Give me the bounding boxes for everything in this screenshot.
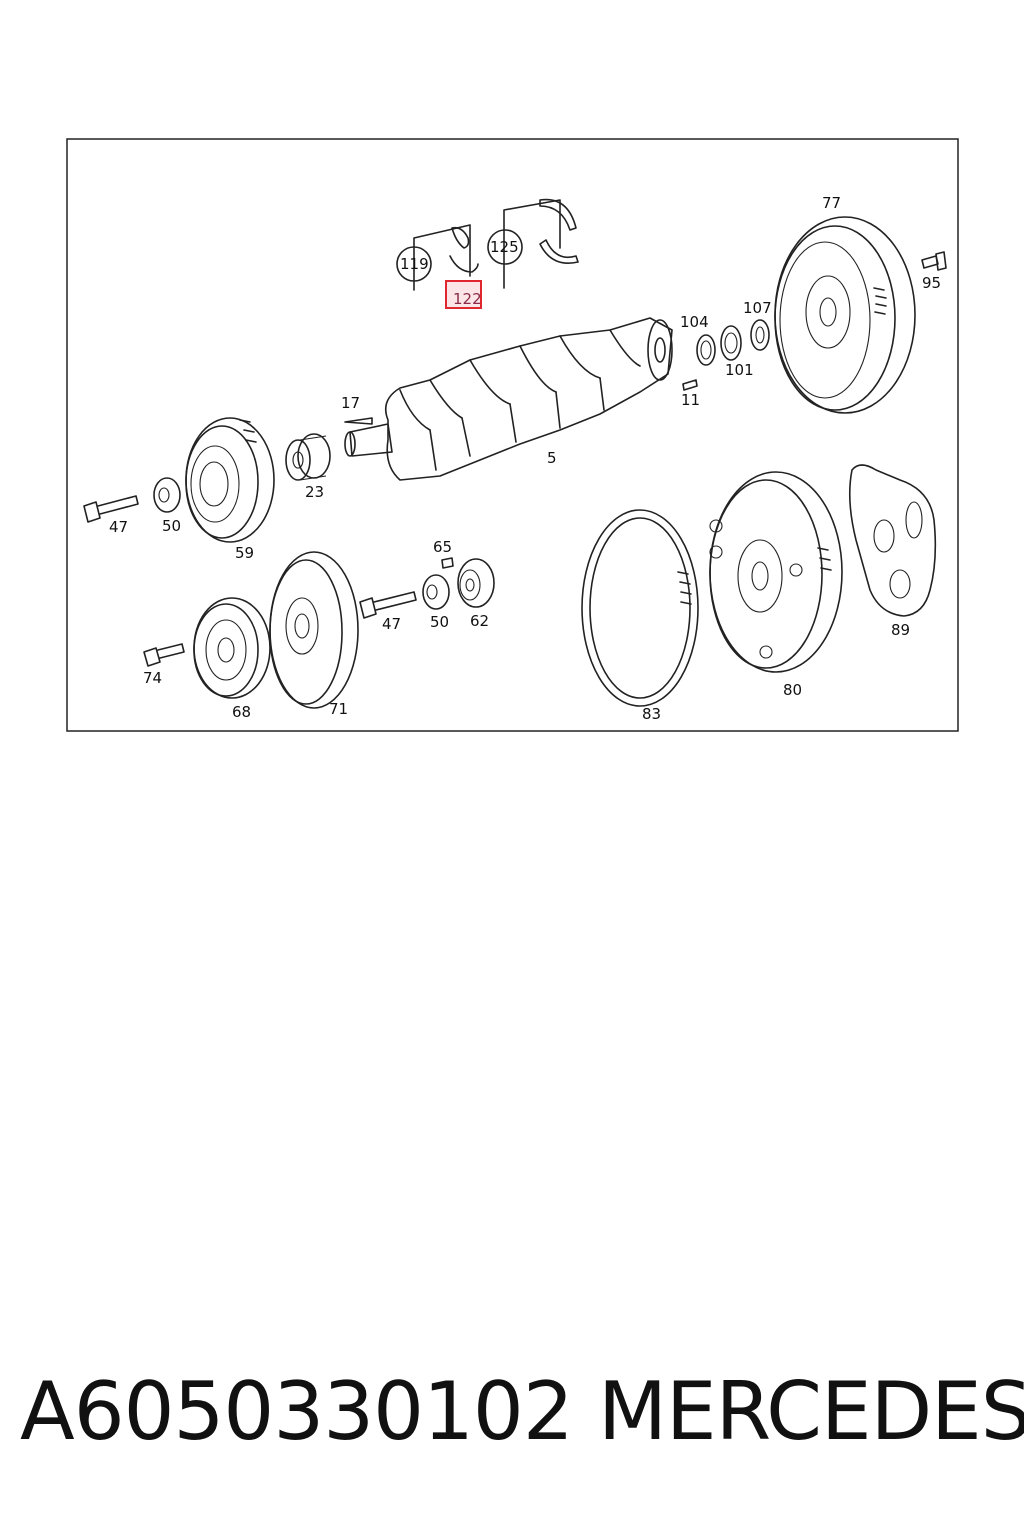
ring-gear — [581, 509, 699, 707]
callout-119: 119 — [400, 255, 429, 273]
seals-101-104-107 — [682, 319, 770, 391]
bearing-shells — [396, 198, 579, 291]
callout-74: 74 — [143, 669, 162, 687]
callout-95: 95 — [922, 274, 941, 292]
drive-plate — [709, 471, 843, 673]
callout-50-upper: 50 — [162, 517, 181, 535]
callout-47-upper: 47 — [109, 518, 128, 536]
callout-23: 23 — [305, 483, 324, 501]
callout-77: 77 — [822, 194, 841, 212]
callout-50-lower: 50 — [430, 613, 449, 631]
adapter-plate — [848, 464, 937, 617]
highlight-box-122 — [445, 280, 482, 309]
callout-47-lower: 47 — [382, 615, 401, 633]
crankshaft-exploded-diagram: 77 95 119 125 122 104 107 101 11 17 5 23… — [66, 138, 959, 732]
callout-107: 107 — [743, 299, 772, 317]
lower-hub-assembly — [143, 557, 495, 667]
callout-59: 59 — [235, 544, 254, 562]
callout-104: 104 — [680, 313, 709, 331]
part-number: A6050330102 — [20, 1365, 574, 1458]
callout-83: 83 — [642, 705, 661, 723]
callout-101: 101 — [725, 361, 754, 379]
callout-80: 80 — [783, 681, 802, 699]
callout-11: 11 — [681, 391, 700, 409]
callout-122: 122 — [453, 290, 482, 308]
callout-65: 65 — [433, 538, 452, 556]
flywheel — [774, 216, 947, 414]
callout-89: 89 — [891, 621, 910, 639]
callout-17: 17 — [341, 394, 360, 412]
callout-125: 125 — [490, 238, 519, 256]
callout-68: 68 — [232, 703, 251, 721]
callout-71: 71 — [329, 700, 348, 718]
pulley-and-damper — [193, 551, 359, 709]
brand-name: MERCEDES — [598, 1365, 1024, 1458]
front-hub-assembly — [83, 417, 275, 543]
sprocket — [285, 433, 331, 481]
callout-5: 5 — [547, 449, 557, 467]
crankshaft — [344, 317, 673, 481]
callout-62: 62 — [470, 612, 489, 630]
